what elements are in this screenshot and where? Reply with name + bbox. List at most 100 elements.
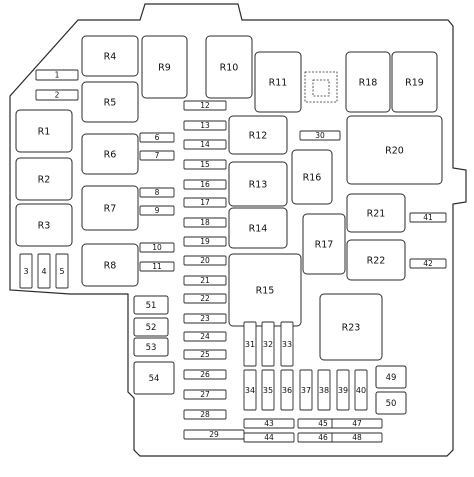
fuse-label: 23 bbox=[200, 314, 210, 323]
fuse-box bbox=[133, 317, 169, 337]
relay-r19: R19 bbox=[391, 51, 438, 113]
relay-label: R16 bbox=[303, 173, 322, 184]
fuse-box bbox=[37, 253, 51, 289]
relay-label: R9 bbox=[158, 63, 171, 74]
fuse-10: 10 bbox=[139, 242, 175, 253]
relay-box bbox=[81, 35, 139, 77]
relay-label: R8 bbox=[104, 261, 117, 272]
fuse-box bbox=[331, 418, 383, 429]
fuse-32: 32 bbox=[261, 321, 275, 367]
fuse-box bbox=[183, 197, 227, 208]
fuse-box bbox=[331, 432, 383, 443]
relay-r1: R1 bbox=[15, 109, 73, 153]
fuse-box bbox=[183, 100, 227, 111]
fuse-label: 38 bbox=[319, 386, 329, 395]
fuse-box bbox=[19, 253, 33, 289]
fuse-box bbox=[139, 150, 175, 161]
fuse-box bbox=[243, 432, 295, 443]
fuse-box bbox=[183, 159, 227, 170]
fuse-box bbox=[183, 313, 227, 324]
fuse-box bbox=[183, 293, 227, 304]
fuse-44: 44 bbox=[243, 432, 295, 443]
fuse-box bbox=[280, 321, 294, 367]
fuse-box bbox=[299, 369, 313, 411]
fuse-29: 29 bbox=[183, 429, 245, 440]
relay-box bbox=[81, 133, 139, 175]
fuse-1: 1 bbox=[35, 69, 79, 81]
fuse-box bbox=[183, 236, 227, 247]
relay-r3: R3 bbox=[15, 203, 73, 247]
fuse-label: 54 bbox=[149, 374, 160, 384]
fuse-label: 17 bbox=[200, 198, 210, 207]
relay-label: R1 bbox=[38, 127, 51, 138]
fuse-label: 43 bbox=[264, 419, 274, 428]
relay-label: R11 bbox=[269, 78, 288, 89]
fuse-label: 52 bbox=[146, 323, 157, 333]
fuse-26: 26 bbox=[183, 369, 227, 380]
fuse-label: 16 bbox=[200, 180, 210, 189]
fuse-label: 11 bbox=[152, 262, 162, 271]
fuse-35: 35 bbox=[261, 369, 275, 411]
fuse-8: 8 bbox=[139, 187, 175, 198]
fuse-label: 25 bbox=[200, 350, 210, 359]
relay-box bbox=[346, 239, 406, 281]
fuse-label: 41 bbox=[423, 213, 433, 222]
fuse-box bbox=[35, 69, 79, 81]
relay-r21: R21 bbox=[346, 193, 406, 233]
fuse-label: 2 bbox=[55, 91, 60, 100]
fuse-7: 7 bbox=[139, 150, 175, 161]
fuse-label: 36 bbox=[282, 386, 292, 395]
relay-label: R12 bbox=[249, 131, 268, 142]
relay-label: R14 bbox=[249, 224, 268, 235]
fuse-31: 31 bbox=[243, 321, 257, 367]
fuse-box bbox=[375, 365, 407, 389]
fuse-label: 47 bbox=[352, 419, 362, 428]
fuse-label: 13 bbox=[200, 121, 210, 130]
fuse-42: 42 bbox=[409, 258, 447, 269]
fuse-label: 46 bbox=[318, 433, 328, 442]
fuse-label: 12 bbox=[200, 101, 210, 110]
relay-box bbox=[81, 243, 139, 287]
fuse-label: 10 bbox=[152, 243, 162, 252]
relay-r7: R7 bbox=[81, 185, 139, 231]
fuse-label: 45 bbox=[318, 419, 328, 428]
relay-r4: R4 bbox=[81, 35, 139, 77]
fuse-label: 3 bbox=[23, 267, 28, 276]
relay-box bbox=[141, 35, 188, 99]
relay-r15: R15 bbox=[228, 253, 302, 327]
fuse-box bbox=[280, 369, 294, 411]
fuse-22: 22 bbox=[183, 293, 227, 304]
fuse-label: 39 bbox=[338, 386, 348, 395]
fuse-23: 23 bbox=[183, 313, 227, 324]
fuse-13: 13 bbox=[183, 120, 227, 131]
fuse-box bbox=[183, 389, 227, 400]
spare-fuse-outline bbox=[304, 71, 338, 103]
fuse-label: 22 bbox=[200, 294, 210, 303]
fuse-label: 50 bbox=[386, 399, 397, 409]
fuse-label: 1 bbox=[55, 71, 60, 80]
fuse-label: 40 bbox=[356, 386, 366, 395]
relay-r22: R22 bbox=[346, 239, 406, 281]
fuse-label: 44 bbox=[264, 433, 274, 442]
relay-r9: R9 bbox=[141, 35, 188, 99]
relay-label: R15 bbox=[256, 286, 275, 297]
relay-r2: R2 bbox=[15, 157, 73, 201]
fuse-box bbox=[139, 261, 175, 272]
fuse-33: 33 bbox=[280, 321, 294, 367]
fuse-label: 24 bbox=[200, 332, 210, 341]
fuse-box bbox=[133, 295, 169, 315]
fuse-label: 19 bbox=[200, 237, 210, 246]
relay-box bbox=[345, 51, 391, 113]
fuse-label: 20 bbox=[200, 256, 210, 265]
fuse-box bbox=[261, 369, 275, 411]
relay-label: R6 bbox=[104, 150, 117, 161]
relay-box bbox=[346, 193, 406, 233]
relay-label: R21 bbox=[367, 209, 386, 220]
relay-box bbox=[254, 51, 302, 113]
fuse-label: 48 bbox=[352, 433, 362, 442]
relay-r5: R5 bbox=[81, 81, 139, 123]
fuse-label: 42 bbox=[423, 259, 433, 268]
fuse-19: 19 bbox=[183, 236, 227, 247]
fuse-box bbox=[183, 179, 227, 190]
